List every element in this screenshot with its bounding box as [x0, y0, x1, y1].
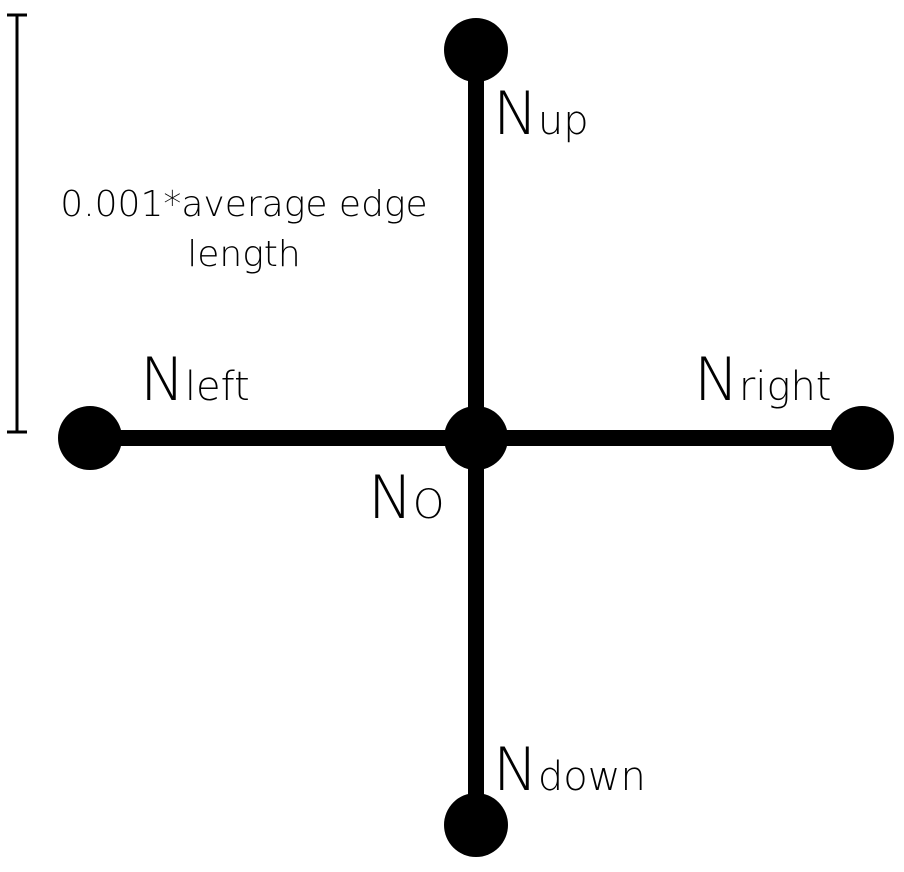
- label-n-left-main: N: [140, 345, 185, 415]
- label-n-up: Nup: [493, 84, 589, 144]
- node-up: [444, 18, 508, 82]
- label-n-origin: NO: [368, 468, 444, 528]
- label-n-origin-sub: O: [412, 482, 445, 528]
- label-n-down-main: N: [493, 735, 538, 805]
- label-n-up-main: N: [493, 79, 538, 149]
- label-n-down-sub: down: [537, 754, 646, 800]
- node-down: [444, 793, 508, 857]
- node-left: [58, 406, 122, 470]
- label-n-left: Nleft: [140, 350, 250, 410]
- label-n-origin-main: N: [368, 463, 413, 533]
- label-n-right-main: N: [694, 345, 739, 415]
- scale-bar-label-line2: length: [187, 234, 301, 275]
- label-n-right: Nright: [694, 350, 832, 410]
- node-right: [830, 406, 894, 470]
- scale-bar-label: 0.001*average edge length: [34, 180, 454, 280]
- scale-bar-label-line1: 0.001*average edge: [60, 184, 428, 225]
- label-n-right-sub: right: [738, 364, 832, 410]
- scale-bar: [7, 13, 27, 434]
- label-n-left-sub: left: [184, 364, 250, 410]
- label-n-up-sub: up: [537, 98, 589, 144]
- node-origin: [444, 406, 508, 470]
- label-n-down: Ndown: [493, 740, 646, 800]
